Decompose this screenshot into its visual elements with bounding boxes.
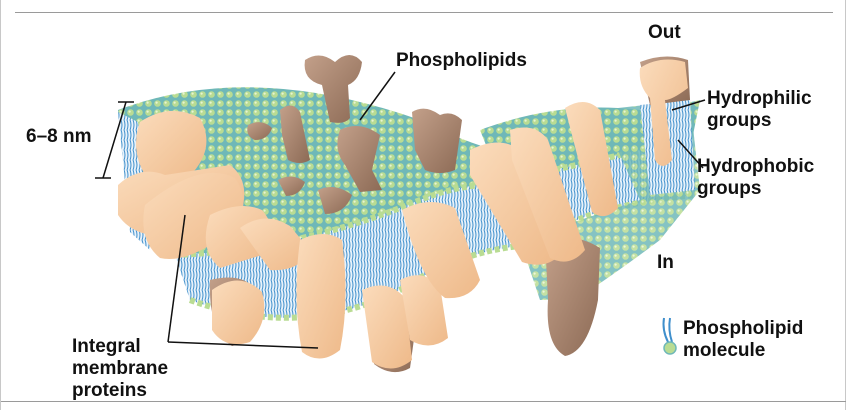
protein-peach-lower-left [212, 280, 264, 344]
label-integral-2: membrane [72, 358, 168, 379]
label-integral-1: Integral [72, 336, 141, 357]
phospholipid-molecule-icon [664, 318, 677, 354]
label-hydrophobic-2: groups [697, 178, 761, 199]
label-phospholipid-molecule-1: Phospholipid [683, 318, 803, 339]
label-in: In [657, 252, 674, 273]
label-hydrophilic-1: Hydrophilic [707, 88, 812, 109]
label-out: Out [648, 22, 681, 43]
label-integral-3: proteins [72, 380, 147, 401]
label-hydrophobic-1: Hydrophobic [697, 156, 814, 177]
label-phospholipids: Phospholipids [396, 50, 527, 71]
label-hydrophilic-2: groups [707, 110, 771, 131]
label-phospholipid-molecule-2: molecule [683, 340, 765, 361]
protein-peach-tall-center [296, 234, 345, 359]
label-thickness: 6–8 nm [26, 126, 91, 147]
